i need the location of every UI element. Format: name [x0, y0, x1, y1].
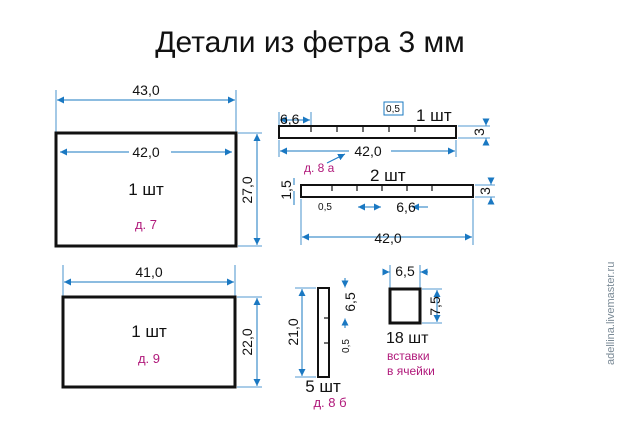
part-d9: 41,0 22,0 1 шт д. 9 — [61, 264, 262, 389]
vertical-strip — [317, 287, 330, 378]
strip-2 — [300, 184, 474, 198]
dim-width: 41,0 — [135, 264, 162, 280]
dim-height: 22,0 — [239, 328, 255, 355]
page-title: Детали из фетра 3 мм — [155, 26, 465, 59]
strip-2-slots — [331, 185, 433, 191]
part-d8a: 6,6 0,5 1 шт 3 42,0 д. 8 а 2 шт — [278, 101, 495, 246]
dim-height: 3 — [471, 128, 487, 136]
dim-step: 6,5 — [342, 292, 358, 312]
slot-width-box — [383, 101, 404, 116]
reference-label: д. 8 б — [313, 395, 346, 410]
dim-length: 42,0 — [354, 143, 381, 159]
strip-1 — [278, 125, 457, 139]
dim-outer-width: 43,0 — [132, 82, 159, 98]
quantity-label: 1 шт — [416, 106, 452, 125]
insert-note-line-2: в ячейки — [387, 364, 435, 378]
dim-offset: 6,6 — [280, 111, 300, 127]
label-bg — [129, 144, 171, 160]
reference-arrow — [326, 153, 346, 164]
dim-step: 6,6 — [396, 199, 416, 215]
strip-1-slots — [310, 126, 416, 132]
insert-note-line-1: вставки — [387, 349, 430, 363]
insert-square — [388, 287, 422, 325]
dim-height: 21,0 — [285, 318, 301, 345]
dim-slot-width: 0,5 — [318, 202, 332, 213]
reference-label: д. 7 — [135, 217, 157, 232]
dim-left: 1,5 — [278, 180, 294, 200]
part-d7: 43,0 42,0 27,0 1 шт д. 7 — [54, 82, 262, 248]
dim-slot-width: 0,5 — [386, 104, 400, 115]
dim-slot-width: 0,5 — [341, 339, 352, 353]
dim-inner-width: 42,0 — [132, 144, 159, 160]
quantity-label: 5 шт — [305, 377, 341, 396]
reference-label: д. 9 — [138, 351, 160, 366]
dim-width: 6,5 — [395, 263, 415, 279]
part-d8b: 21,0 6,5 0,5 5 шт д. 8 б — [285, 278, 358, 410]
insert-part: 6,5 7,5 18 шт вставки в ячейки — [382, 263, 443, 378]
dim-height: 27,0 — [239, 176, 255, 203]
label-bg — [349, 143, 391, 158]
quantity-label: 2 шт — [370, 166, 406, 185]
watermark: adellina.livemaster.ru — [605, 262, 617, 365]
dim-height: 7,5 — [427, 296, 443, 316]
quantity-label: 1 шт — [131, 322, 167, 341]
quantity-label: 18 шт — [386, 330, 429, 347]
dim-height: 3 — [477, 187, 493, 195]
dim-length: 42,0 — [374, 230, 401, 246]
reference-label: д. 8 а — [304, 161, 335, 175]
part-d9-rect — [61, 295, 237, 389]
quantity-label: 1 шт — [128, 180, 164, 199]
